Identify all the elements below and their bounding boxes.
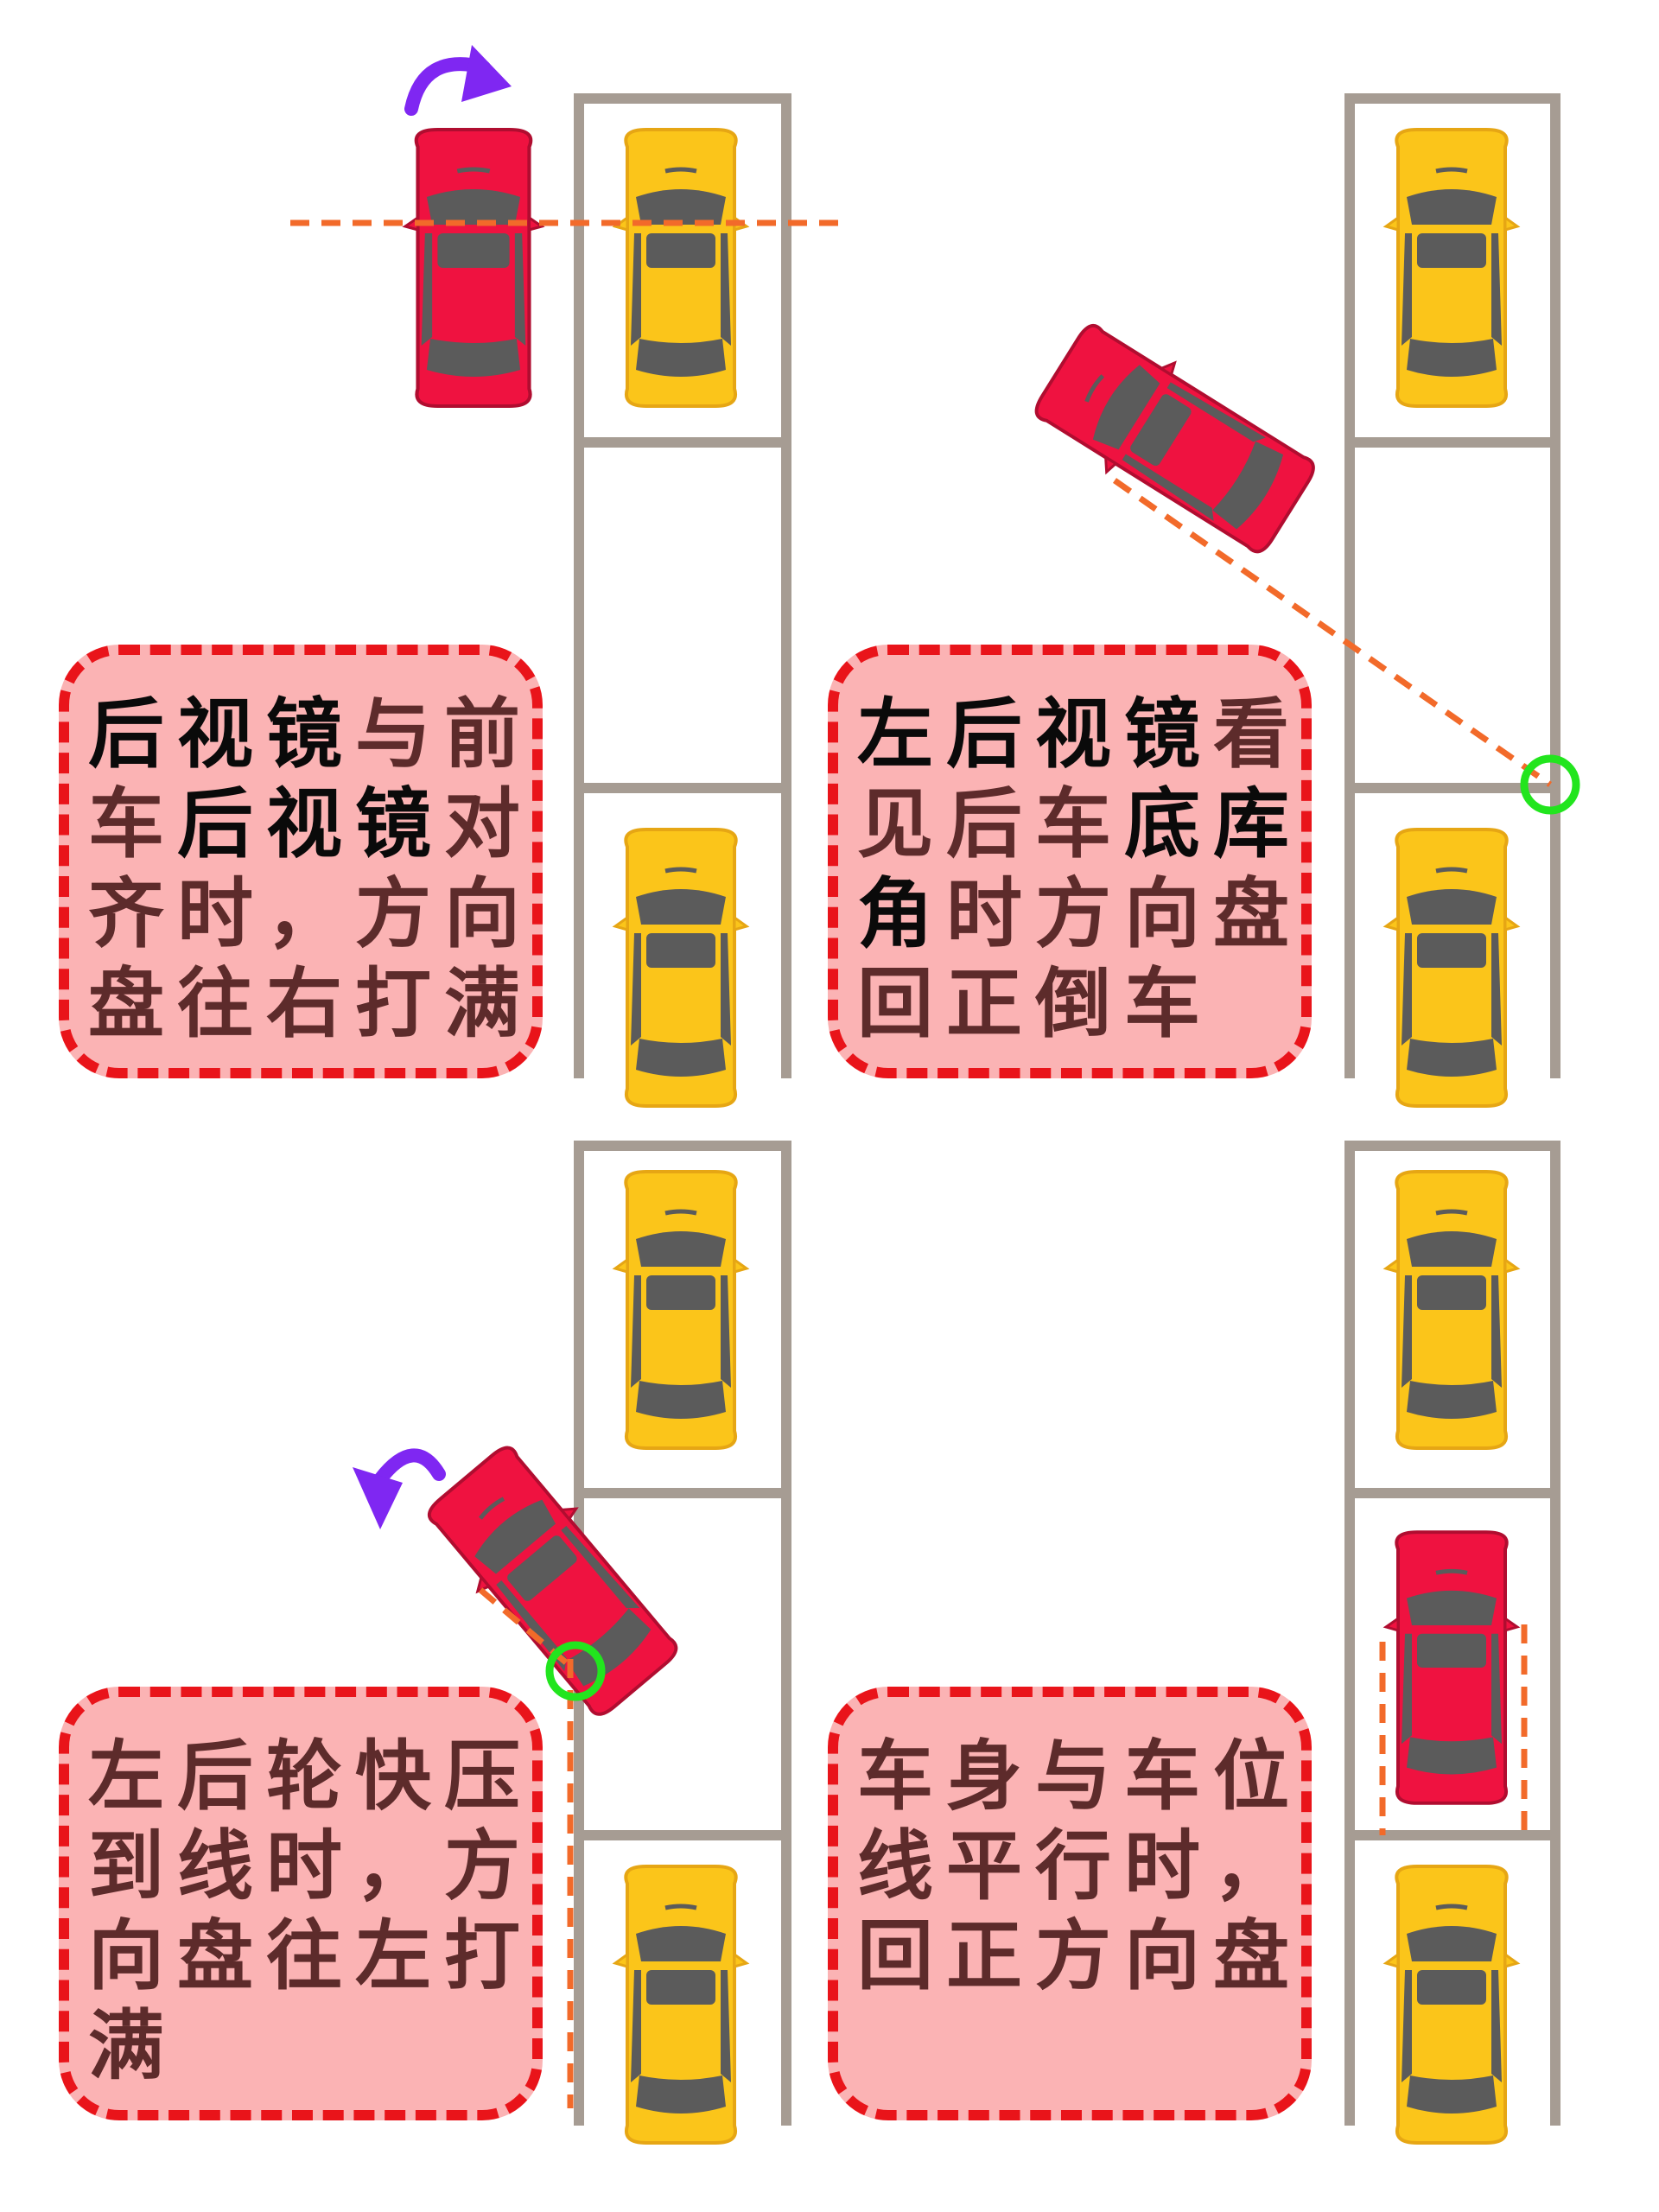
parked-car — [1386, 130, 1517, 406]
instruction-text: 后视镜与前车后视镜对齐时，方向盘往右打满 — [88, 690, 555, 1049]
text-segment: 时方向盘回正倒车 — [857, 869, 1303, 1048]
instruction-callout-step3: 左后轮快压到线时，方向盘往左打满 — [59, 1687, 543, 2120]
parked-car — [615, 1172, 747, 1448]
parked-car — [1386, 1866, 1517, 2143]
text-segment: 看见后车 — [857, 690, 1303, 868]
text-segment: 与前车 — [88, 690, 534, 868]
text-segment: 后视镜 — [88, 690, 356, 779]
text-segment: 左后视镜 — [857, 690, 1214, 779]
instruction-text: 左后轮快压到线时，方向盘往左打满 — [88, 1732, 555, 2091]
diagonal-guide-line — [1112, 478, 1553, 787]
instruction-callout-step2: 左后视镜看见后车底库角时方向盘回正倒车 — [828, 645, 1312, 1078]
maneuvering-car-step1 — [405, 130, 542, 406]
maneuvering-car-step2 — [1027, 313, 1325, 566]
text-segment: 左后轮快压到线时，方向盘往左打满 — [88, 1732, 534, 2090]
text-segment: 车身与车位线平行时，回正方向盘 — [857, 1732, 1303, 2000]
text-segment: 底库角 — [857, 779, 1303, 958]
text-segment: 对齐时，方向盘往右打满 — [88, 779, 534, 1048]
text-segment: 后视镜 — [177, 779, 445, 868]
reference-point-icon — [1520, 754, 1580, 815]
parked-car — [615, 830, 747, 1106]
counterclockwise-turn-arrow-icon — [353, 1448, 446, 1529]
stall-lines-step1 — [574, 93, 791, 1078]
instruction-text: 左后视镜看见后车底库角时方向盘回正倒车 — [857, 690, 1324, 1049]
parked-car — [615, 1866, 747, 2143]
instruction-text: 车身与车位线平行时，回正方向盘 — [857, 1732, 1324, 2001]
parked-car — [1386, 1172, 1517, 1448]
instruction-callout-step1: 后视镜与前车后视镜对齐时，方向盘往右打满 — [59, 645, 543, 1078]
instruction-callout-step4: 车身与车位线平行时，回正方向盘 — [828, 1687, 1312, 2120]
reference-point-icon — [545, 1641, 606, 1701]
parked-car — [615, 130, 747, 406]
clockwise-turn-arrow-icon — [404, 45, 512, 116]
parked-car — [1386, 830, 1517, 1106]
maneuvering-car-step4 — [1386, 1532, 1517, 1803]
